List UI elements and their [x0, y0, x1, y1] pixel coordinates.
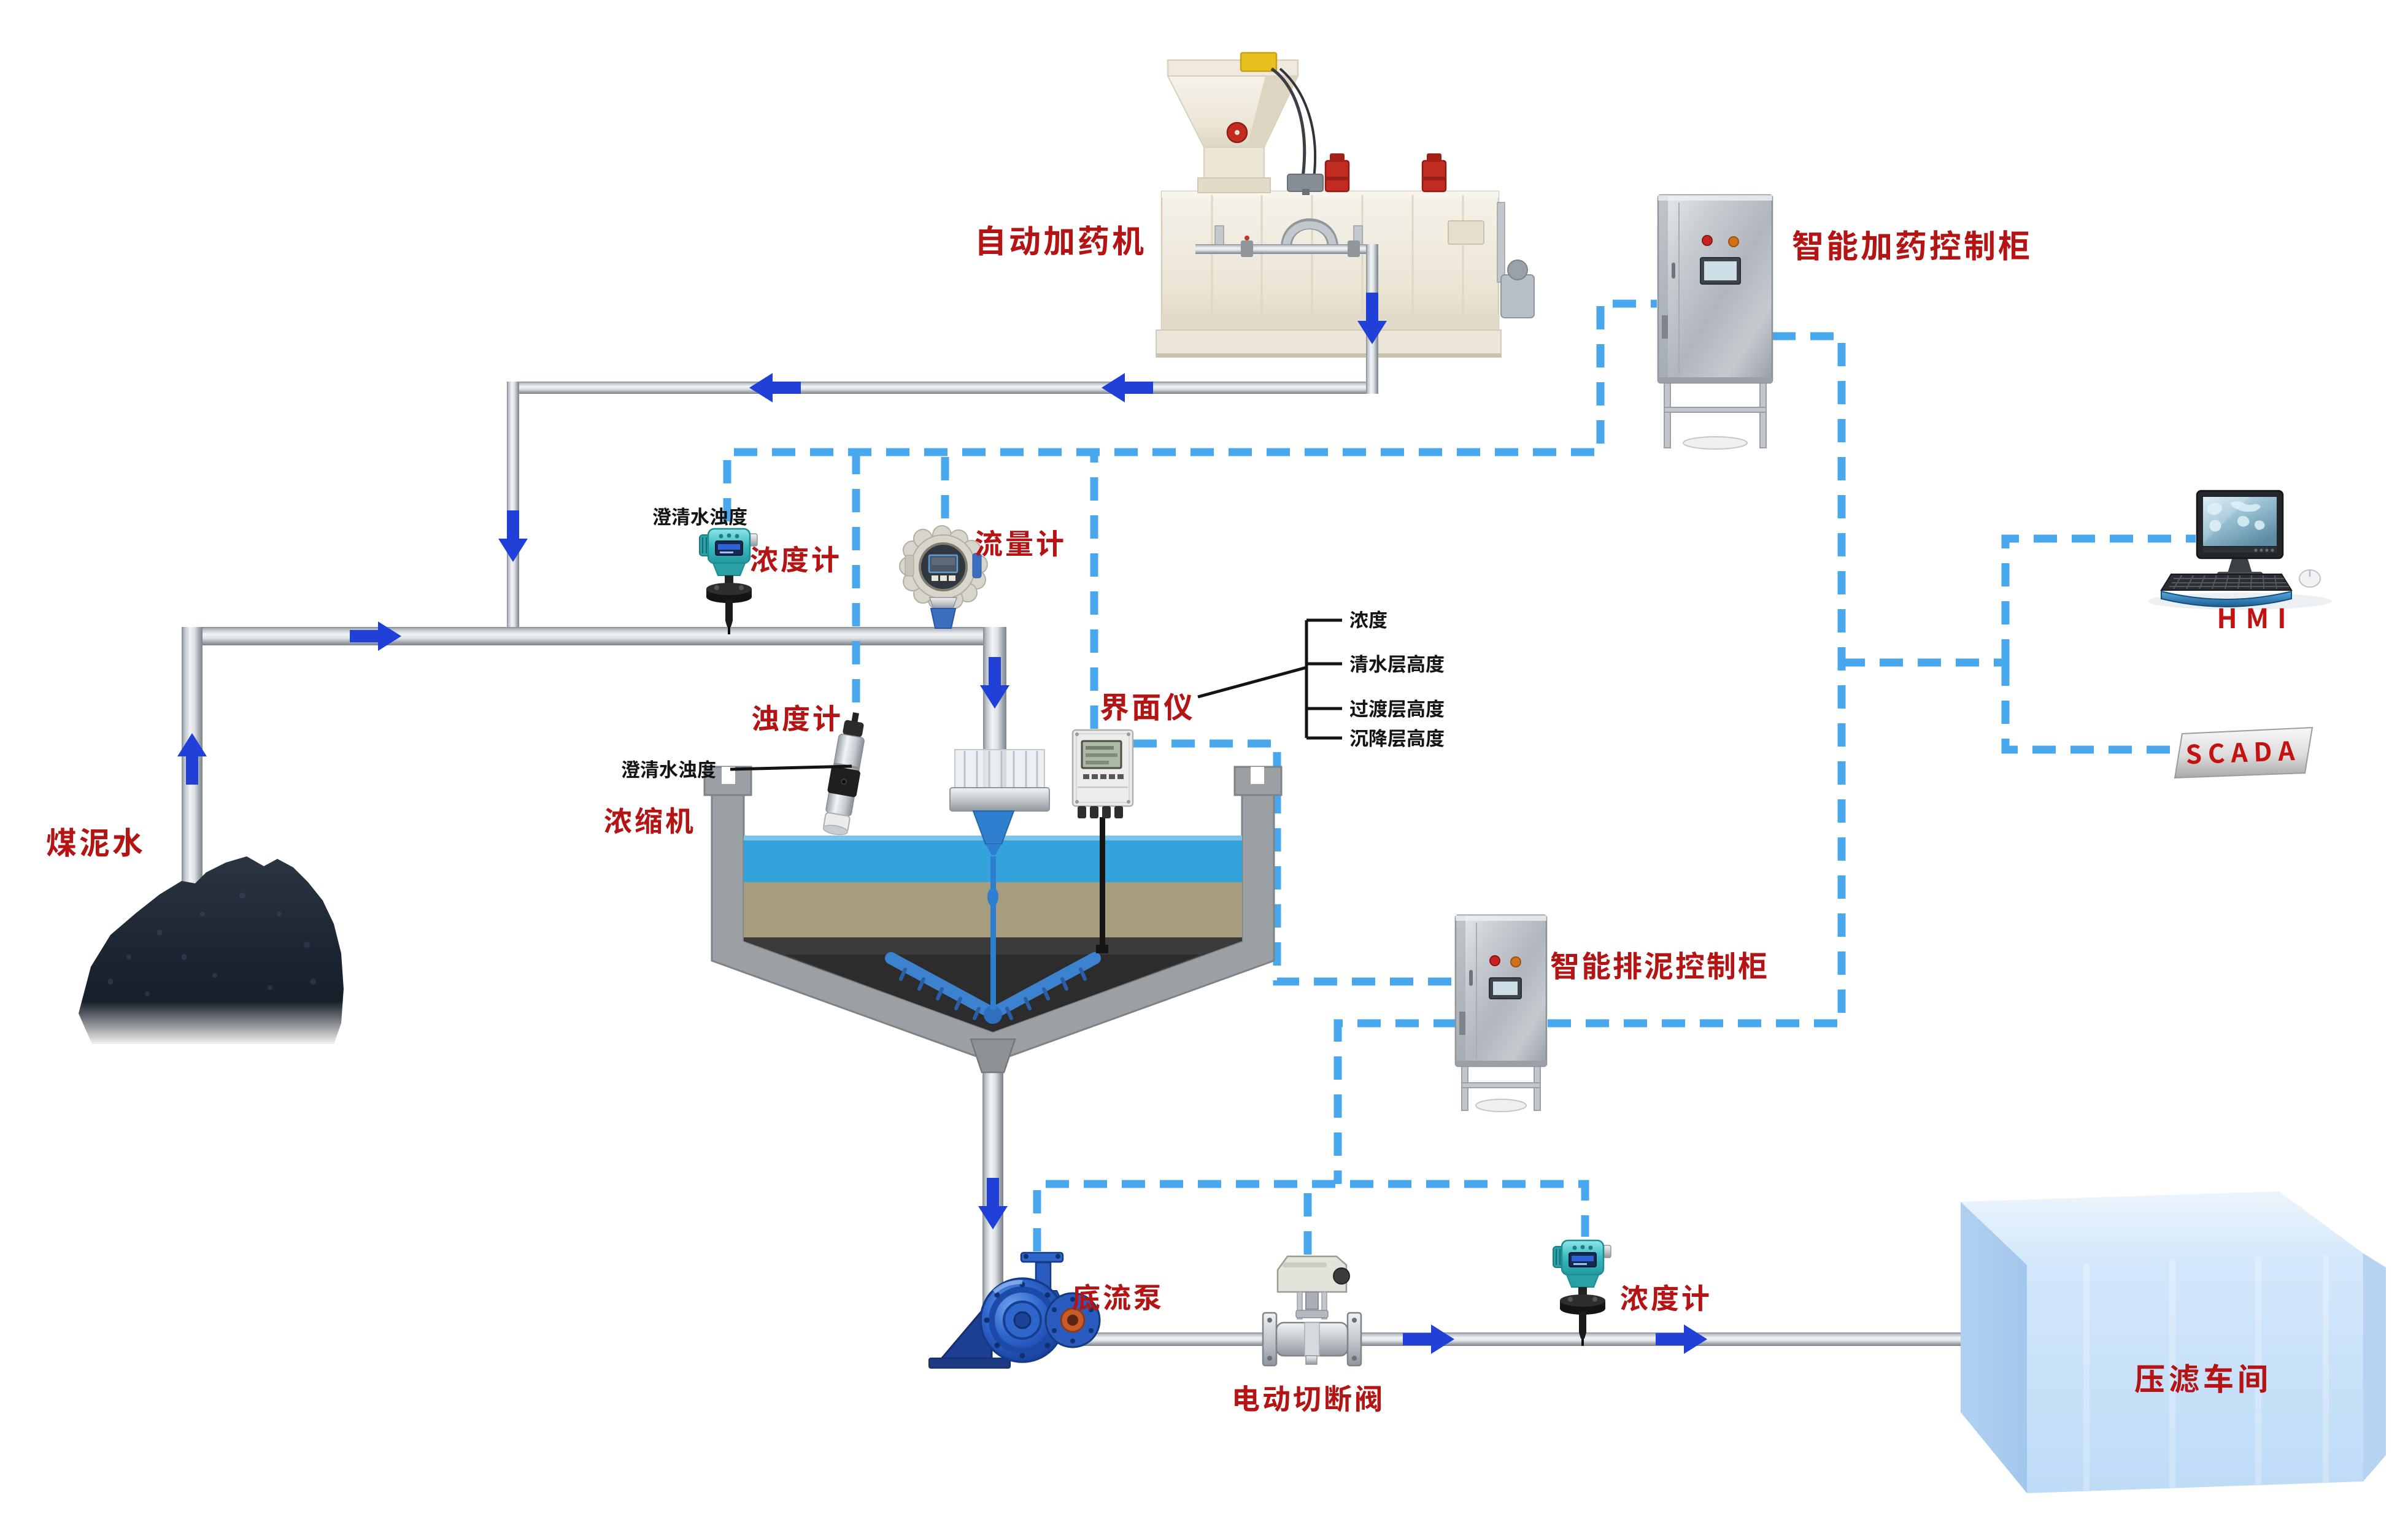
- signal-lines: [723, 299, 2196, 1255]
- signal-to-scada: [2001, 663, 2177, 754]
- label-flow-meter: 流量计: [974, 522, 1067, 563]
- thickener-rim-right-slot: [1251, 767, 1264, 784]
- dosing-machine-yellow-unit: [1240, 52, 1278, 72]
- labels: 自动加药机 智能加药控制柜 智能排泥控制柜 HMI 浓缩机 浓度计 流量计 浊度…: [46, 216, 2301, 1418]
- interface-meter-callout: [1197, 618, 1342, 740]
- density-meter-underflow-sensor: [1552, 1239, 1612, 1347]
- arrow-left-dosing-2: [749, 373, 801, 402]
- thickener-tank: [703, 749, 1283, 1074]
- underflow-pump: [928, 1251, 1101, 1369]
- workshop-box-top: [1961, 1191, 2363, 1265]
- pipe-underflow-line: [1065, 1332, 2005, 1346]
- workshop-box-right: [2363, 1253, 2386, 1482]
- dosing-control-cabinet-light-red: [1702, 235, 1713, 246]
- density-meter-feed-sensor: [698, 528, 758, 636]
- arrow-right-underflow-1: [1403, 1324, 1454, 1354]
- label-thickener: 浓缩机: [604, 799, 696, 840]
- hmi-station: [2148, 490, 2332, 610]
- dosing-machine-motors: [1324, 153, 1447, 193]
- label-density-meter-underflow: 浓度计: [1620, 1277, 1712, 1317]
- label-turbidity-meter: 浊度计: [751, 697, 843, 737]
- thickener-discharge-cone: [970, 1038, 1016, 1074]
- callout-concentration: 浓度: [1349, 605, 1387, 632]
- signal-instrument-bus-to-dosing-cabinet: [723, 299, 1657, 521]
- electric-shutoff-valve: [1262, 1255, 1362, 1367]
- hmi-monitor-stand: [2228, 557, 2252, 573]
- filter-press-workshop: [1961, 1191, 2386, 1493]
- label-underflow-pump: 底流泵: [1072, 1276, 1164, 1316]
- sludge-control-cabinet: [1454, 914, 1548, 1112]
- pipe-dosing-horizontal: [507, 382, 1378, 394]
- thickener-rim-left-slot: [722, 767, 735, 784]
- interface-meter-probe-cable: [1100, 817, 1105, 949]
- note-clear-water-turbidity-1: 澄清水浊度: [652, 502, 747, 529]
- arrow-left-dosing-1: [1102, 373, 1153, 402]
- label-hmi: HMI: [2217, 597, 2294, 636]
- note-clear-water-turbidity-2: 澄清水浊度: [621, 755, 716, 782]
- workshop-box-left: [1961, 1202, 2027, 1493]
- signal-to-hmi: [2001, 534, 2196, 663]
- signal-dosing-cabinet-to-underflow-bus: [1333, 332, 1846, 1184]
- flow-meter-device: [899, 525, 988, 629]
- label-interface-meter: 界面仪: [1100, 683, 1195, 726]
- label-shutoff-valve: 电动切断阀: [1232, 1377, 1385, 1418]
- interface-meter: [1071, 729, 1134, 953]
- callout-settling-height: 沉降层高度: [1349, 723, 1445, 751]
- dosing-control-cabinet-body: [1657, 194, 1773, 384]
- thickener-rake: [885, 952, 1101, 1024]
- label-coal-slurry: 煤泥水: [46, 819, 145, 863]
- hmi-keyboard: [2160, 574, 2293, 607]
- pipe-slurry-feed: [182, 627, 1006, 645]
- dosing-control-cabinet-light-amber: [1728, 236, 1739, 247]
- callout-transition-height: 过渡层高度: [1349, 694, 1445, 721]
- signal-interface-to-sludge-cabinet: [1133, 739, 1454, 986]
- dosing-machine-tank: [1160, 190, 1500, 331]
- turbidity-note-line: [730, 764, 852, 771]
- label-dosing-cabinet: 智能加药控制柜: [1792, 221, 2032, 267]
- label-density-meter-feed: 浓度计: [750, 538, 842, 578]
- coal-pile-mound: [79, 856, 344, 1044]
- sludge-control-cabinet-light-amber: [1510, 956, 1521, 967]
- label-sludge-cabinet: 智能排泥控制柜: [1550, 942, 1769, 985]
- workshop-box-front: [2027, 1253, 2363, 1493]
- sludge-control-cabinet-light-red: [1489, 955, 1500, 966]
- thickener-feedwell: [949, 749, 1050, 1010]
- callout-clear-water-height: 清水层高度: [1349, 649, 1445, 677]
- arrow-down-dosing-left: [498, 510, 528, 562]
- dosing-machine: [1156, 52, 1535, 358]
- feedwell-shaft: [990, 856, 996, 1010]
- coal-slurry-pile: [74, 856, 350, 1047]
- hmi-mouse: [2299, 569, 2321, 588]
- arrow-right-underflow-2: [1656, 1324, 1707, 1354]
- dosing-control-cabinet: [1657, 194, 1773, 450]
- hmi-world-map: [2207, 501, 2265, 532]
- label-dosing-machine: 自动加药机: [974, 216, 1146, 262]
- scada-system: [2174, 726, 2313, 779]
- turbidity-meter-probe: [822, 712, 865, 836]
- label-filter-press: 压滤车间: [2134, 1355, 2272, 1399]
- label-scada: SCADA: [2185, 731, 2302, 772]
- pipe-dosing-drop-left: [507, 382, 519, 633]
- arrow-right-slurry-feed: [350, 621, 401, 651]
